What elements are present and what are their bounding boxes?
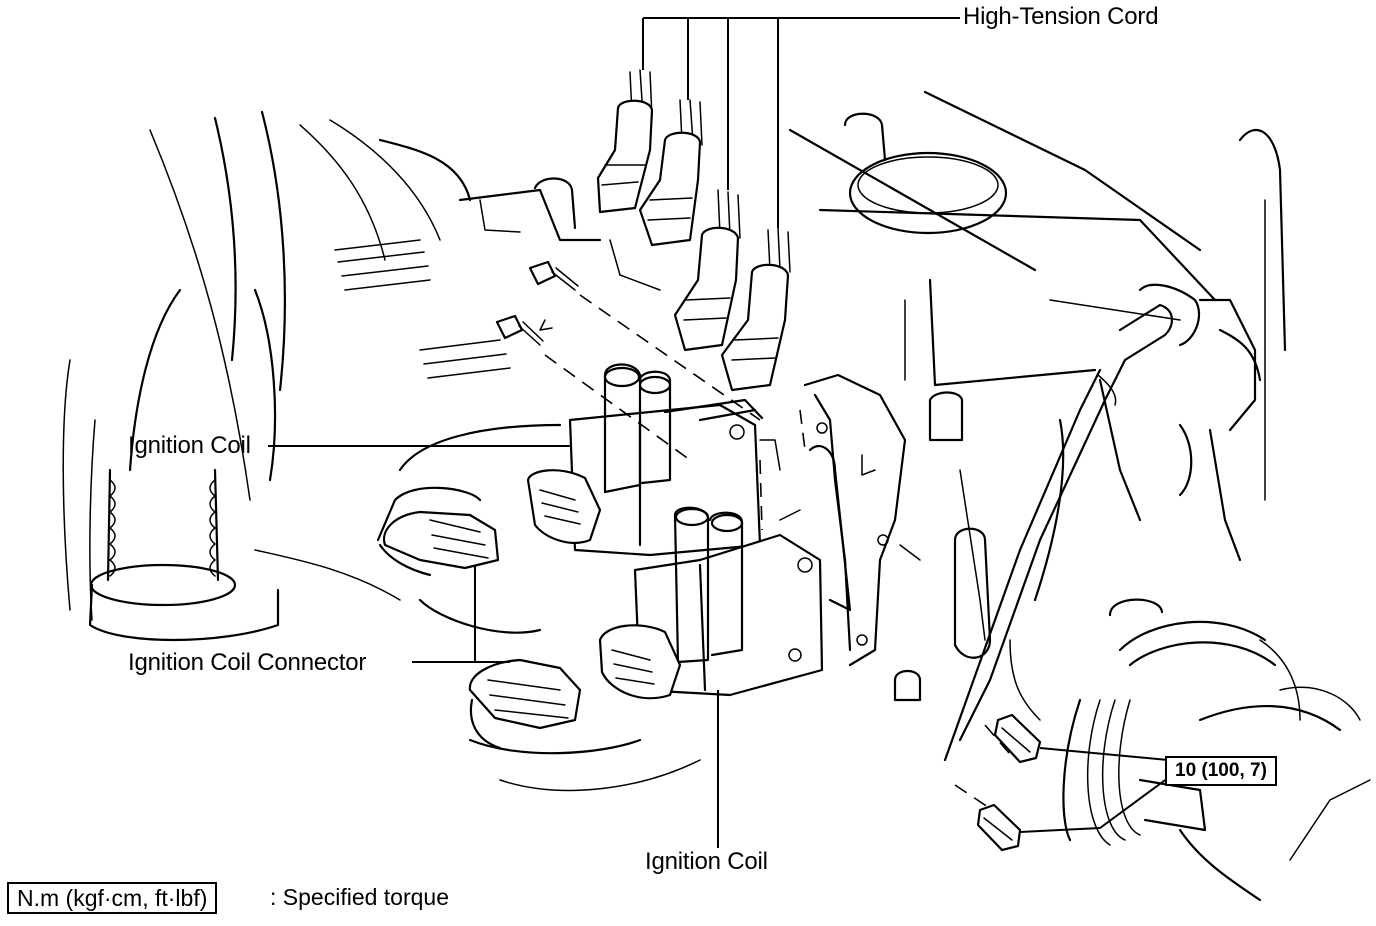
ignition-coil-upper (526, 363, 764, 557)
intake-manifold (334, 138, 661, 379)
coil-bolts (495, 260, 579, 346)
high-tension-cord-label: High-Tension Cord (963, 3, 1159, 30)
fender-strut-area (62, 110, 441, 621)
ignition-coil-lower (598, 506, 824, 700)
ignition-coil-connector-label: Ignition Coil Connector (128, 649, 367, 676)
torque-value-box: 10 (100, 7) (1165, 756, 1277, 786)
ignition-coil-lower-label: Ignition Coil (645, 848, 768, 875)
pulley (1009, 598, 1371, 902)
high-tension-cord-boots (596, 69, 791, 392)
strut-boot (88, 468, 401, 642)
torque-bolts (976, 713, 1042, 852)
torque-legend-text: : Specified torque (270, 884, 450, 910)
engine-block (788, 90, 1287, 641)
ignition-coil-connectors (378, 510, 582, 750)
dipstick (943, 283, 1201, 762)
engine-cover-left (376, 423, 701, 792)
alignment-dashes (544, 294, 1016, 816)
mounting-bracket (759, 373, 992, 702)
ignition-coil-upper-label: Ignition Coil (128, 432, 251, 459)
leader-lines (268, 17, 1169, 848)
torque-units-box: N.m (kgf·cm, ft·lbf) (7, 882, 218, 914)
